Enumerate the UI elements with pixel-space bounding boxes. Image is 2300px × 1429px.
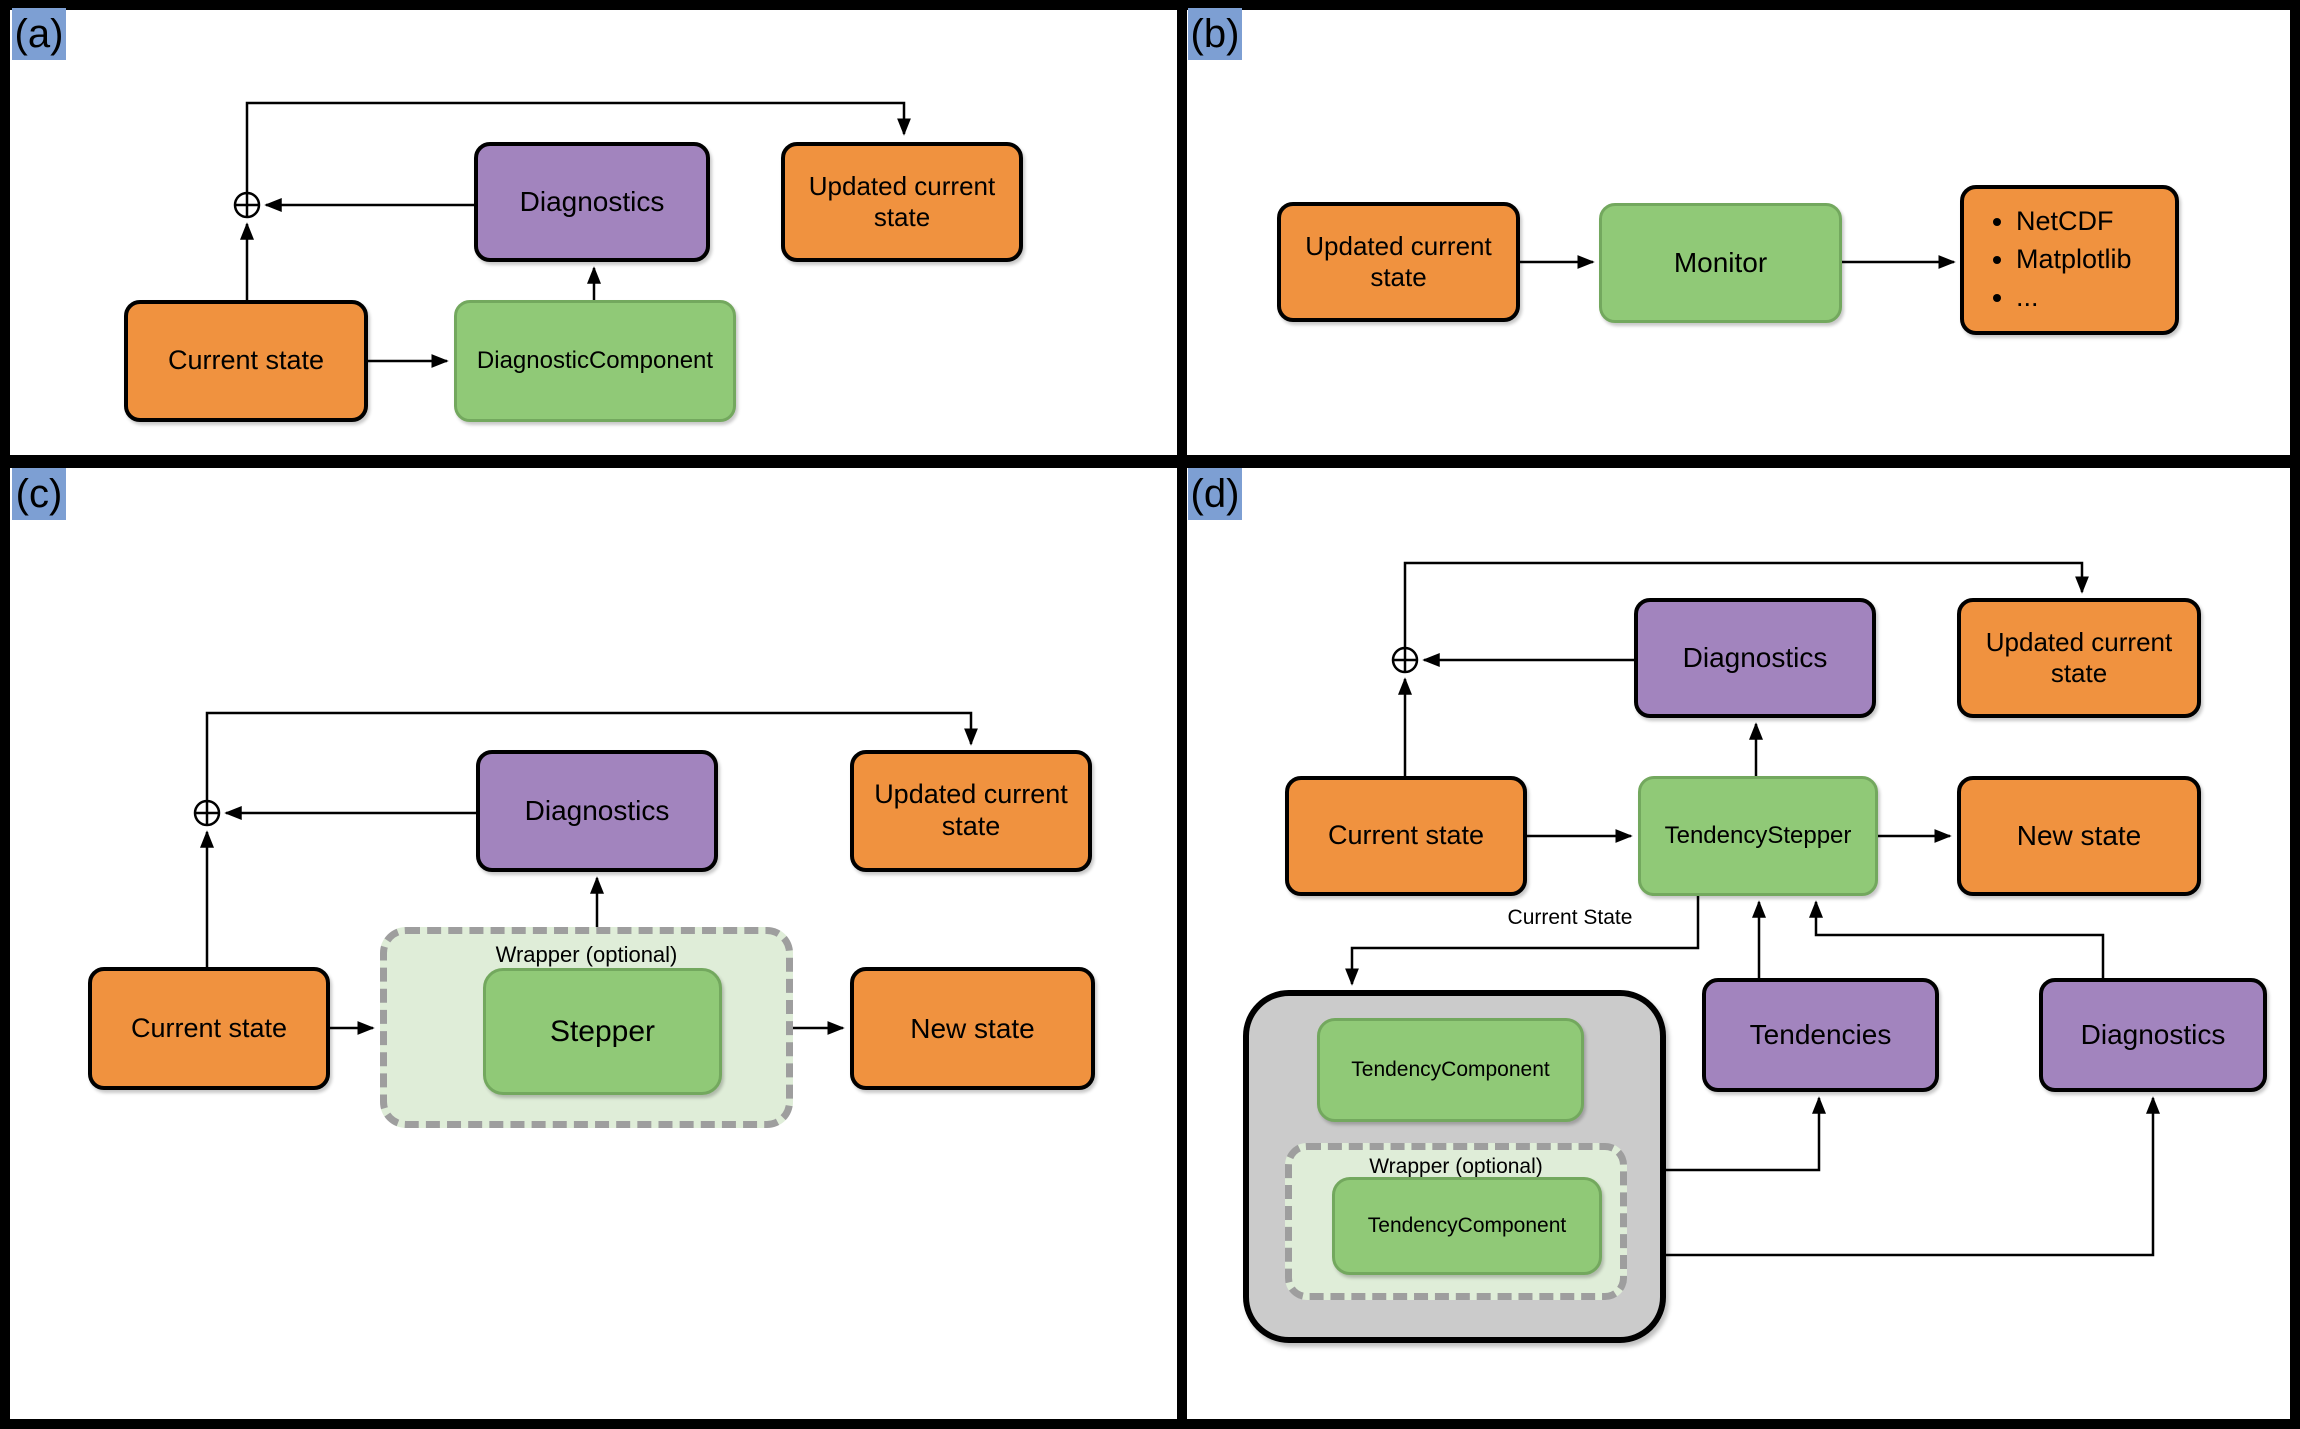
- node-monitor: Monitor: [1599, 203, 1842, 323]
- edge-label-current-state: Current State: [1507, 906, 1633, 929]
- node-diagnostics-d-bottom: Diagnostics: [2039, 978, 2267, 1092]
- node-tendencies: Tendencies: [1702, 978, 1939, 1092]
- node-updated-current-state-d: Updated current state: [1957, 598, 2201, 718]
- node-current-state-d: Current state: [1285, 776, 1527, 896]
- node-diagnostics-a: Diagnostics: [474, 142, 710, 262]
- wrapper-label-d: Wrapper (optional): [1369, 1155, 1543, 1178]
- node-stepper: Stepper: [483, 968, 722, 1095]
- panel-d-tag: (d): [1188, 468, 1242, 520]
- node-updated-current-state-a: Updated current state: [781, 142, 1023, 262]
- node-diagnostic-component: DiagnosticComponent: [454, 300, 736, 422]
- output-item-netcdf: NetCDF: [2016, 206, 2132, 238]
- node-tendency-component-wrapped: TendencyComponent: [1332, 1177, 1602, 1275]
- node-new-state-d: New state: [1957, 776, 2201, 896]
- node-updated-current-state-c: Updated current state: [850, 750, 1092, 872]
- output-item-matplotlib: Matplotlib: [2016, 244, 2132, 276]
- node-monitor-outputs: NetCDF Matplotlib ...: [1960, 185, 2179, 335]
- output-item-ellipsis: ...: [2016, 282, 2132, 314]
- node-diagnostics-c: Diagnostics: [476, 750, 718, 872]
- monitor-output-list: NetCDF Matplotlib ...: [1972, 200, 2132, 320]
- node-diagnostics-d-top: Diagnostics: [1634, 598, 1876, 718]
- panel-c-tag: (c): [12, 468, 66, 520]
- node-current-state-a: Current state: [124, 300, 368, 422]
- node-new-state-c: New state: [850, 967, 1095, 1090]
- panel-b-tag: (b): [1188, 8, 1242, 60]
- node-current-state-c: Current state: [88, 967, 330, 1090]
- node-tendency-component-top: TendencyComponent: [1317, 1018, 1584, 1122]
- node-updated-current-state-b: Updated current state: [1277, 202, 1520, 322]
- panel-a-tag: (a): [12, 8, 66, 60]
- node-tendency-stepper: TendencyStepper: [1638, 776, 1878, 896]
- wrapper-label-c: Wrapper (optional): [495, 942, 678, 967]
